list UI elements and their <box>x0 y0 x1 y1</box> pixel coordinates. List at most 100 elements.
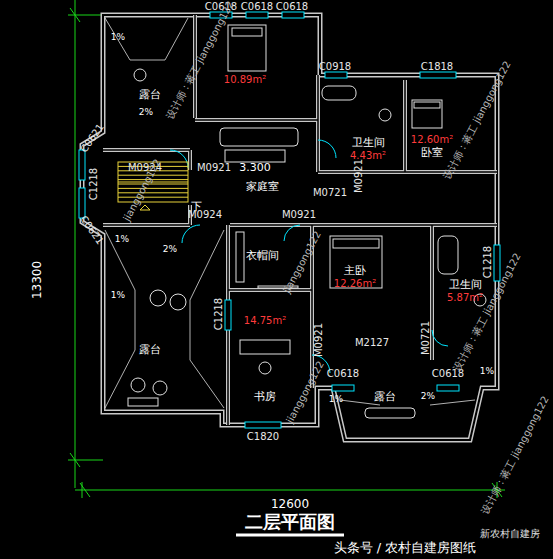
room-area: 衣帽间 <box>232 246 292 266</box>
inner-wall <box>103 15 497 425</box>
level-mark: 3.300 <box>239 162 271 174</box>
furniture <box>438 236 458 274</box>
room-area: 家庭室 <box>232 177 292 197</box>
stair <box>118 192 188 193</box>
door-code: M0921 <box>282 209 316 220</box>
door-swing <box>170 140 448 373</box>
door-code: M0921 <box>197 162 231 173</box>
room-name: 卫生间 <box>449 278 482 291</box>
furniture <box>134 69 146 81</box>
window <box>325 72 347 78</box>
window <box>420 72 456 78</box>
title-underline <box>236 534 344 537</box>
door-code: M0721 <box>313 187 347 198</box>
window-code: C1820 <box>247 431 279 442</box>
window-code: C1818 <box>421 61 453 72</box>
furniture <box>225 150 285 162</box>
stair <box>118 184 188 185</box>
outer-wall <box>82 15 497 440</box>
window <box>79 12 500 428</box>
slope-mark: 2% <box>421 392 435 402</box>
furniture <box>220 128 298 146</box>
window-code: C0918 <box>319 61 351 72</box>
furniture <box>414 102 440 108</box>
room-name: 露台 <box>374 390 396 403</box>
room-name: 家庭室 <box>246 180 279 193</box>
room-name: 露台 <box>139 343 161 356</box>
door-code: M0921 <box>353 159 364 193</box>
area-value: 5.87m² <box>447 292 483 304</box>
area-value: 12.26m² <box>334 278 376 290</box>
logo-text: 新农村自建房 <box>480 528 540 539</box>
furniture <box>379 109 391 121</box>
furniture <box>240 340 290 354</box>
room-name: 卧室 <box>421 146 443 159</box>
title-underline <box>236 534 344 537</box>
stair <box>118 197 188 198</box>
door-code: M0921 <box>313 323 324 357</box>
furniture <box>232 28 262 36</box>
furniture <box>365 408 415 418</box>
slope-mark: 1% <box>115 235 129 245</box>
room-name: 卫生间 <box>352 136 385 149</box>
terrace-slope <box>105 18 475 408</box>
source-note: 头条号 / 农村自建房图纸 <box>334 541 477 555</box>
room-area: 卫生间4.43m² <box>338 134 398 164</box>
drawing-title: 二层平面图 <box>245 512 335 532</box>
window-code: C0618 <box>276 1 308 12</box>
furniture <box>333 239 379 248</box>
dimension-line <box>75 482 505 498</box>
furniture <box>170 294 186 310</box>
slope-mark: 1% <box>111 291 125 301</box>
inner-wall <box>103 15 497 425</box>
terrace-slope <box>105 18 475 408</box>
furniture <box>236 232 244 282</box>
window-code: C0618 <box>241 1 273 12</box>
room-area: 卫生间5.87m² <box>437 276 493 306</box>
stair <box>118 188 188 189</box>
dimension-line <box>68 0 505 498</box>
furniture <box>150 290 166 306</box>
furniture <box>153 381 167 395</box>
watermark: 设计师：蒋工 jianggong122 <box>479 394 551 516</box>
outer-wall <box>82 15 497 440</box>
room-name: 露台 <box>139 88 161 101</box>
room-area: 14.75m²书房 <box>230 315 300 403</box>
room-area: 露台 <box>360 387 410 407</box>
furniture <box>228 25 266 71</box>
slope-mark: 2% <box>139 108 153 118</box>
door-code: M0924 <box>188 209 222 220</box>
room-area: 10.89m² <box>215 70 275 90</box>
window <box>245 422 281 428</box>
slope-mark: 1% <box>111 33 125 43</box>
window <box>437 385 459 391</box>
window-code: C1218 <box>213 298 224 330</box>
furniture <box>259 362 271 374</box>
furniture <box>322 86 356 100</box>
dimension-text: 12600 <box>271 498 309 511</box>
room-area: 主卧12.26m² <box>325 262 385 292</box>
room-name: 衣帽间 <box>246 249 279 262</box>
furniture <box>131 378 145 392</box>
window-code: C0618 <box>327 368 359 379</box>
window <box>282 12 304 18</box>
door-code: M2127 <box>355 337 389 348</box>
door-code: M0721 <box>420 321 431 355</box>
area-value: 14.75m² <box>244 315 286 327</box>
window <box>246 12 268 18</box>
watermark: 设计师：蒋工 jianggong122 <box>164 0 236 121</box>
slope-mark: 2% <box>163 245 177 255</box>
window-code: C0621 <box>78 214 106 247</box>
window <box>225 300 231 330</box>
furniture <box>128 398 158 406</box>
window-code: C0621 <box>78 122 106 155</box>
window-code: C1218 <box>88 168 99 200</box>
watermark: jianggong122 <box>281 229 323 295</box>
window <box>332 385 354 391</box>
dimension-text: 13300 <box>31 261 44 299</box>
watermark: jianggong122 <box>284 359 326 425</box>
slope-mark: 1% <box>480 367 494 377</box>
outer-wall <box>82 15 497 440</box>
window <box>79 150 85 180</box>
furniture <box>412 100 442 128</box>
